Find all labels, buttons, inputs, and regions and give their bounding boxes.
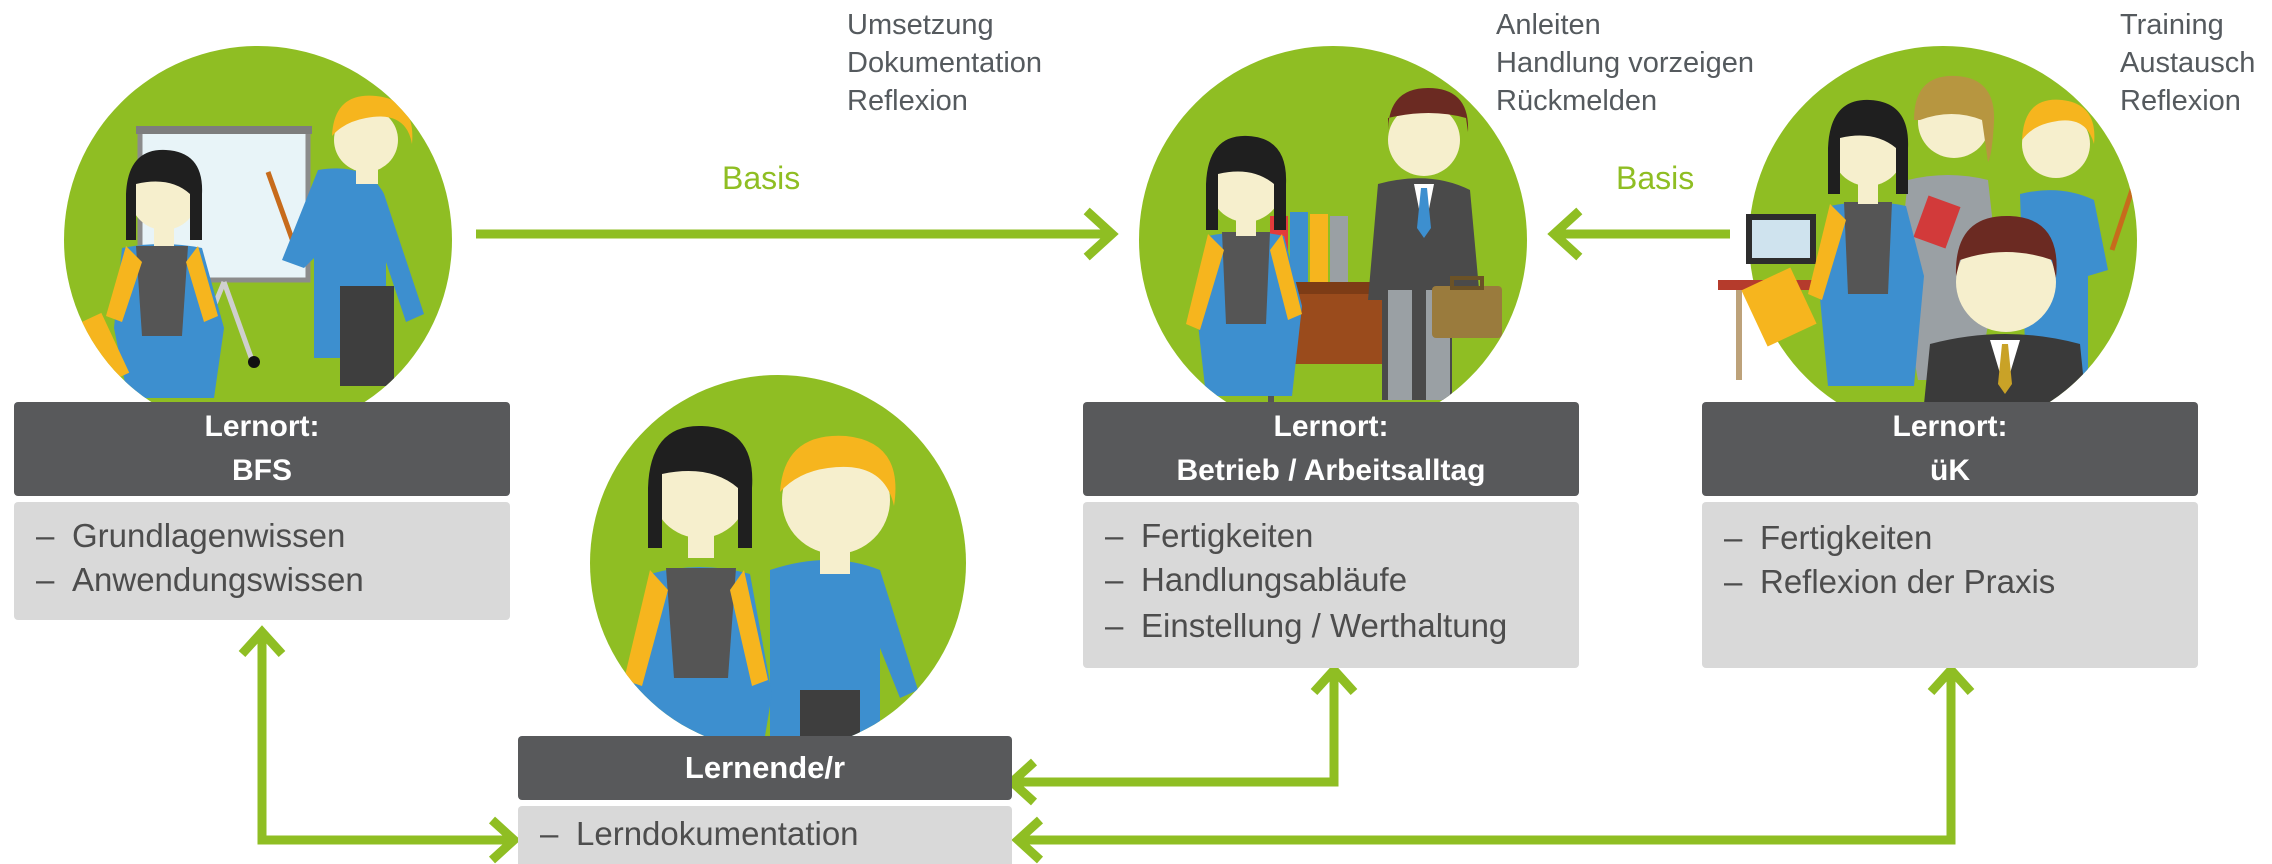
dash-icon: – — [36, 561, 55, 598]
bfs-title-line1: Lernort: — [204, 410, 320, 443]
note-line: Dokumentation — [847, 47, 1043, 79]
list-item: –Grundlagenwissen — [14, 514, 510, 558]
note-line: Austausch — [2120, 47, 2256, 79]
note-line: Handlung vorzeigen — [1496, 47, 1754, 79]
list-item-label: Einstellung / Werthaltung — [1141, 607, 1508, 644]
note-line: Reflexion — [2120, 85, 2241, 117]
note-line: Training — [2120, 9, 2224, 41]
list-item: –Handlungsabläufe — [1083, 558, 1579, 602]
arrow-basis-right — [1547, 207, 1730, 261]
arrow-betrieb-lernende — [1005, 663, 1358, 806]
list-item: –Reflexion der Praxis — [1702, 560, 2198, 604]
dash-icon: – — [1105, 607, 1124, 644]
office-scene-icon — [1139, 46, 1527, 434]
bfs-header: Lernort: BFS — [14, 402, 510, 496]
group-training-scene-icon — [1718, 46, 2137, 434]
betrieb-title-line2: Betrieb / Arbeitsalltag — [1176, 454, 1486, 487]
betrieb-list: –Fertigkeiten –Handlungsabläufe –Einstel… — [1083, 502, 1579, 668]
dash-icon: – — [1724, 563, 1743, 600]
dash-icon: – — [540, 815, 559, 852]
note-line: Umsetzung — [847, 9, 994, 41]
presentation-scene-icon — [64, 46, 452, 434]
dash-icon: – — [1105, 561, 1124, 598]
basis-label-left: Basis — [722, 160, 801, 196]
list-item-label: Anwendungswissen — [72, 561, 364, 598]
uek-list: –Fertigkeiten –Reflexion der Praxis — [1702, 502, 2198, 668]
uek-header: Lernort: üK — [1702, 402, 2198, 496]
list-item-label: Reflexion der Praxis — [1760, 563, 2056, 600]
list-item: –Einstellung / Werthaltung — [1083, 604, 1579, 648]
list-item: –Fertigkeiten — [1702, 516, 2198, 560]
note-uek: Training Austausch Reflexion — [2120, 6, 2255, 120]
uek-title-line1: Lernort: — [1892, 410, 2008, 443]
list-item: –Fertigkeiten — [1083, 514, 1579, 558]
arrow-uek-lernende — [1011, 663, 1975, 864]
arrow-basis-left — [476, 207, 1119, 261]
list-item: –Lerndokumentation — [518, 812, 1012, 856]
note-line: Rückmelden — [1496, 85, 1658, 117]
betrieb-header: Lernort: Betrieb / Arbeitsalltag — [1083, 402, 1579, 496]
list-item: –Anwendungswissen — [14, 558, 510, 602]
dash-icon: – — [36, 517, 55, 554]
betrieb-title-line1: Lernort: — [1273, 410, 1389, 443]
dash-icon: – — [1105, 517, 1124, 554]
note-center: Umsetzung Dokumentation Reflexion — [847, 6, 1042, 120]
lernende-list: –Lerndokumentation — [518, 806, 1012, 864]
bfs-list: –Grundlagenwissen –Anwendungswissen — [14, 502, 510, 620]
basis-label-right: Basis — [1616, 160, 1695, 196]
learners-pair-icon — [590, 375, 966, 751]
arrow-bfs-lernende — [238, 625, 521, 864]
list-item-label: Handlungsabläufe — [1141, 561, 1408, 598]
list-item-label: Fertigkeiten — [1760, 519, 1933, 556]
list-item-label: Fertigkeiten — [1141, 517, 1314, 554]
note-line: Anleiten — [1496, 9, 1601, 41]
lernende-header: Lernende/r — [518, 736, 1012, 800]
uek-title-line2: üK — [1930, 454, 1970, 487]
note-line: Reflexion — [847, 85, 968, 117]
note-betrieb: Anleiten Handlung vorzeigen Rückmelden — [1496, 6, 1754, 120]
list-item-label: Grundlagenwissen — [72, 517, 346, 554]
dash-icon: – — [1724, 519, 1743, 556]
lernende-title: Lernende/r — [684, 750, 846, 785]
list-item-label: Lerndokumentation — [576, 815, 859, 852]
bfs-title-line2: BFS — [232, 454, 292, 487]
